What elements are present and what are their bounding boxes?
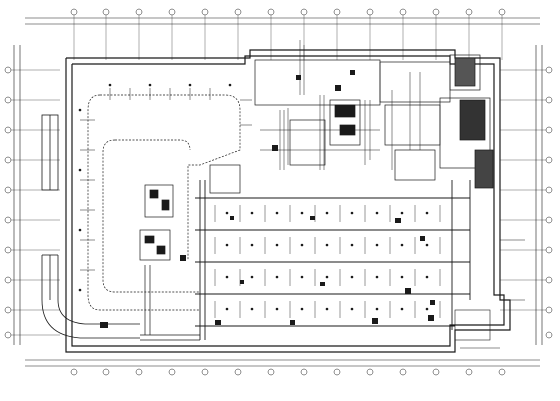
grid-tick-lines — [11, 15, 546, 336]
column-grid-right — [545, 66, 553, 339]
stair-cores — [139, 99, 361, 261]
valve-clusters — [100, 70, 435, 328]
sprinkler-branches — [214, 205, 441, 318]
east-extension — [454, 239, 525, 349]
mechanical-rooms — [209, 54, 494, 194]
dense-equipment-hatching — [260, 40, 421, 170]
dimension-frame — [13, 17, 543, 367]
driving-aisle-loop — [87, 94, 241, 311]
left-ramp — [41, 114, 140, 339]
column-grid-top — [70, 8, 506, 16]
sprinkler-heads — [78, 83, 429, 311]
column-grid-left — [4, 66, 12, 339]
parking-bays-left — [80, 88, 252, 271]
bottom-corridor — [140, 265, 200, 341]
sprinkler-main-rows — [195, 180, 471, 340]
column-grid-bottom — [70, 368, 506, 376]
